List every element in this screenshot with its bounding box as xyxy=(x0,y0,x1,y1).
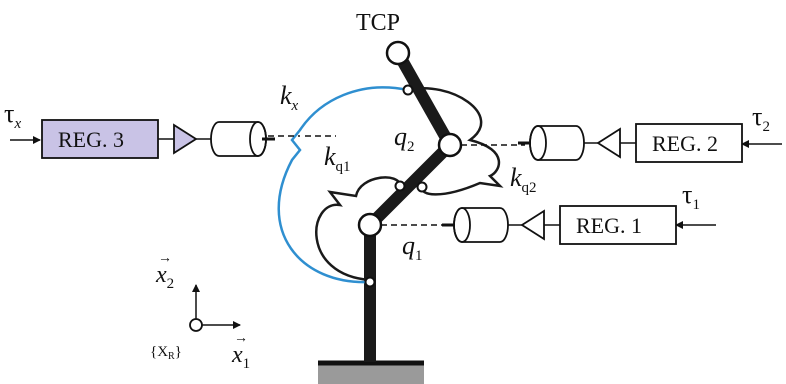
reg3-motor xyxy=(210,121,267,157)
x2-axis-label: x2 xyxy=(155,262,174,292)
reg1-label: REG. 1 xyxy=(576,213,642,238)
spring-kq1 xyxy=(315,176,402,282)
reg3-block xyxy=(41,119,159,159)
x1-axis-label: x1 xyxy=(231,342,250,372)
reg1-motor xyxy=(453,207,509,243)
link-2 xyxy=(392,50,456,148)
reg2-amplifier xyxy=(596,127,621,159)
kq2-label: kq2 xyxy=(510,163,537,196)
reg2-block xyxy=(635,123,743,163)
q1-label: q1 xyxy=(402,231,423,264)
tau-1-label: τ1 xyxy=(682,180,700,213)
tcp-label: TCP xyxy=(356,10,400,36)
reg2-label: REG. 2 xyxy=(652,131,718,156)
tau-2-label: τ2 xyxy=(752,102,770,135)
svg-text:→: → xyxy=(158,251,172,266)
reference-frame xyxy=(189,284,241,332)
svg-text:→: → xyxy=(234,331,248,346)
reg1-block xyxy=(559,205,677,245)
link-1 xyxy=(365,140,455,230)
reg3-amplifier xyxy=(173,123,198,155)
kx-label: kx xyxy=(280,81,299,114)
tcp-point xyxy=(385,40,411,66)
ground-block xyxy=(318,364,424,384)
q2-label: q2 xyxy=(394,122,415,155)
joint-q1 xyxy=(357,212,383,238)
frame-label: {XR} xyxy=(150,344,182,362)
reg3-label: REG. 3 xyxy=(58,127,124,152)
kq1-label: kq1 xyxy=(324,142,351,175)
reg1-amplifier xyxy=(520,209,545,241)
spring-kq2 xyxy=(407,87,504,196)
joint-q2 xyxy=(437,132,463,158)
tau-x-label: τx xyxy=(4,99,21,132)
spring-kx xyxy=(277,86,409,284)
reg2-motor xyxy=(529,125,585,161)
